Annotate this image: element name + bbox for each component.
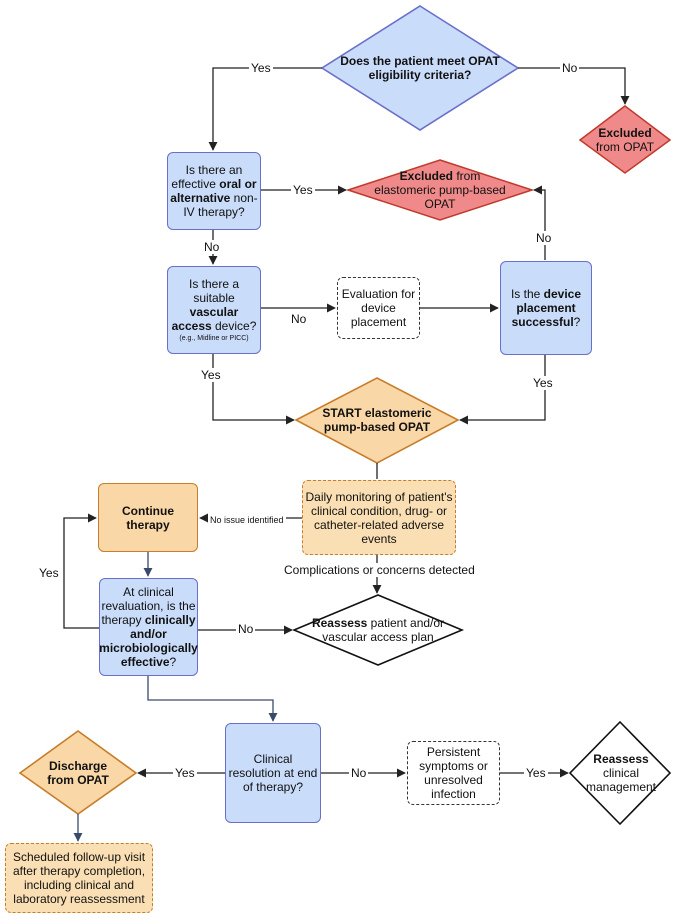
label-persistent-yes: Yes [524,766,548,780]
excluded-opat-diamond [578,105,672,174]
vascular-access-box: Is there a suitable vascular access devi… [167,266,261,354]
label-vascular-yes: Yes [199,368,223,382]
continue-therapy-box: Continue therapy [98,483,198,552]
reassess-plan-diamond [291,594,465,666]
edge-reval-to-resolution [147,676,278,722]
label-oral-no: No [202,240,222,254]
eligibility-text: Does the patient meet OPAT eligibility c… [340,54,500,82]
label-complications: Complications or concerns detected [282,563,477,577]
oral-therapy-box: Is there an effective oral or alternativ… [167,152,261,230]
followup-box: Scheduled follow-up visit after therapy … [5,843,153,913]
edge-eligibility-yes [208,67,322,151]
label-no-issue: No issue identified [208,513,286,527]
reassess-mgmt-diamond [568,720,672,826]
label-eligibility-yes: Yes [249,61,273,75]
edge-device-no [533,185,546,260]
label-resolution-no: No [349,766,369,780]
edge-reval-yes [63,513,99,629]
persistent-box: Persistent symptoms or unresolved infect… [407,741,500,805]
excluded-pump-diamond [345,159,535,221]
label-eligibility-no: No [560,61,580,75]
label-reval-no: No [236,622,256,636]
reassess-plan-text: Reassess patient and/or vascular access … [311,616,445,644]
eligibility-diamond [320,5,520,131]
label-reval-yes: Yes [37,566,61,580]
label-device-no: No [534,231,554,245]
edge-eligibility-no [518,67,630,105]
start-pump-text: START elastomeric pump-based OPAT [322,406,432,434]
revaluation-box: At clinical revaluation, is the therapy … [99,578,198,676]
label-resolution-yes: Yes [173,766,197,780]
discharge-text: Discharge from OPAT [47,759,109,787]
clinical-resolution-box: Clinical resolution at end of therapy? [225,723,321,823]
reassess-mgmt-text: Reassess clinical management [585,752,657,794]
evaluation-box: Evaluation for device placement [337,277,420,339]
daily-monitoring-box: Daily monitoring of patient's clinical c… [302,480,456,555]
edge-vascular-yes [212,354,295,425]
excluded-opat-text: Excluded from OPAT [595,126,655,154]
label-device-yes: Yes [531,376,555,390]
device-success-box: Is the device placement successful? [500,261,592,355]
label-oral-yes: Yes [291,183,315,197]
excluded-pump-text: Excluded from elastomeric pump-based OPA… [374,169,506,211]
label-vascular-no: No [289,312,309,326]
